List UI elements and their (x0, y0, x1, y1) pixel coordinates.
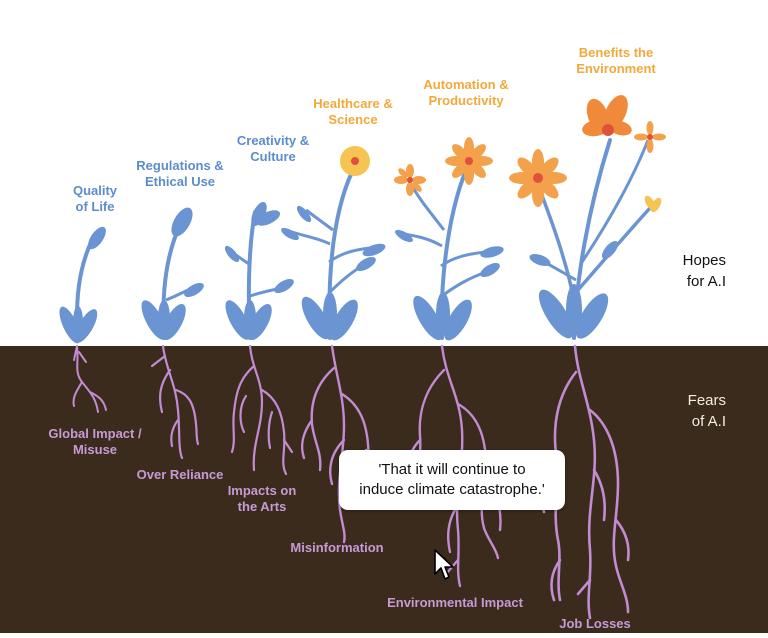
hope-label-healthcare: Healthcare & Science (313, 96, 393, 127)
bud (88, 226, 106, 250)
hope-label-regulations: Regulations & Ethical Use (136, 158, 224, 189)
base-leaves (413, 292, 472, 341)
roots-global-impact (72, 345, 107, 413)
quote-tooltip: 'That it will continue to induce climate… (339, 450, 565, 510)
hope-label-creativity: Creativity & Culture (236, 133, 310, 164)
hope-label-automation: Automation & Productivity (423, 77, 509, 108)
plant-quality-of-life (59, 226, 107, 413)
bud (171, 207, 193, 237)
roots-impacts-arts (230, 344, 294, 476)
bud-small (644, 195, 662, 213)
flower-top (582, 95, 632, 137)
fear-label-job-losses: Job Losses (559, 616, 631, 631)
fear-label-misinformation: Misinformation (290, 540, 384, 555)
flower-small (394, 164, 426, 196)
roots-over-reliance (150, 344, 200, 460)
base-leaves (301, 292, 358, 341)
flower (340, 146, 370, 176)
hope-label-quality-of-life: Quality of Life (72, 183, 118, 214)
hope-label-environment: Benefits the Environment (576, 45, 656, 76)
base-leaves (141, 300, 186, 341)
mouse-cursor-icon (434, 549, 454, 580)
fear-label-impacts-arts: Impacts on the Arts (227, 483, 297, 514)
hopes-side-label: Hopes for A.I (682, 252, 726, 290)
base-leaves (538, 284, 609, 339)
flower-small-right (634, 121, 666, 153)
fears-side-label: Fears of A.I (687, 392, 726, 430)
flower-large (445, 137, 493, 185)
plant-regulations (141, 207, 204, 460)
fear-label-environmental-impact: Environmental Impact (387, 595, 523, 610)
base-leaves (225, 300, 272, 341)
plant-creativity (224, 201, 294, 476)
base-leaves (59, 306, 98, 344)
plant-healthcare (281, 146, 386, 544)
fear-label-over-reliance: Over Reliance (136, 467, 224, 482)
plant-environment (509, 95, 666, 620)
flower-left (509, 149, 567, 207)
fear-label-global-impact: Global Impact / Misuse (48, 426, 142, 457)
